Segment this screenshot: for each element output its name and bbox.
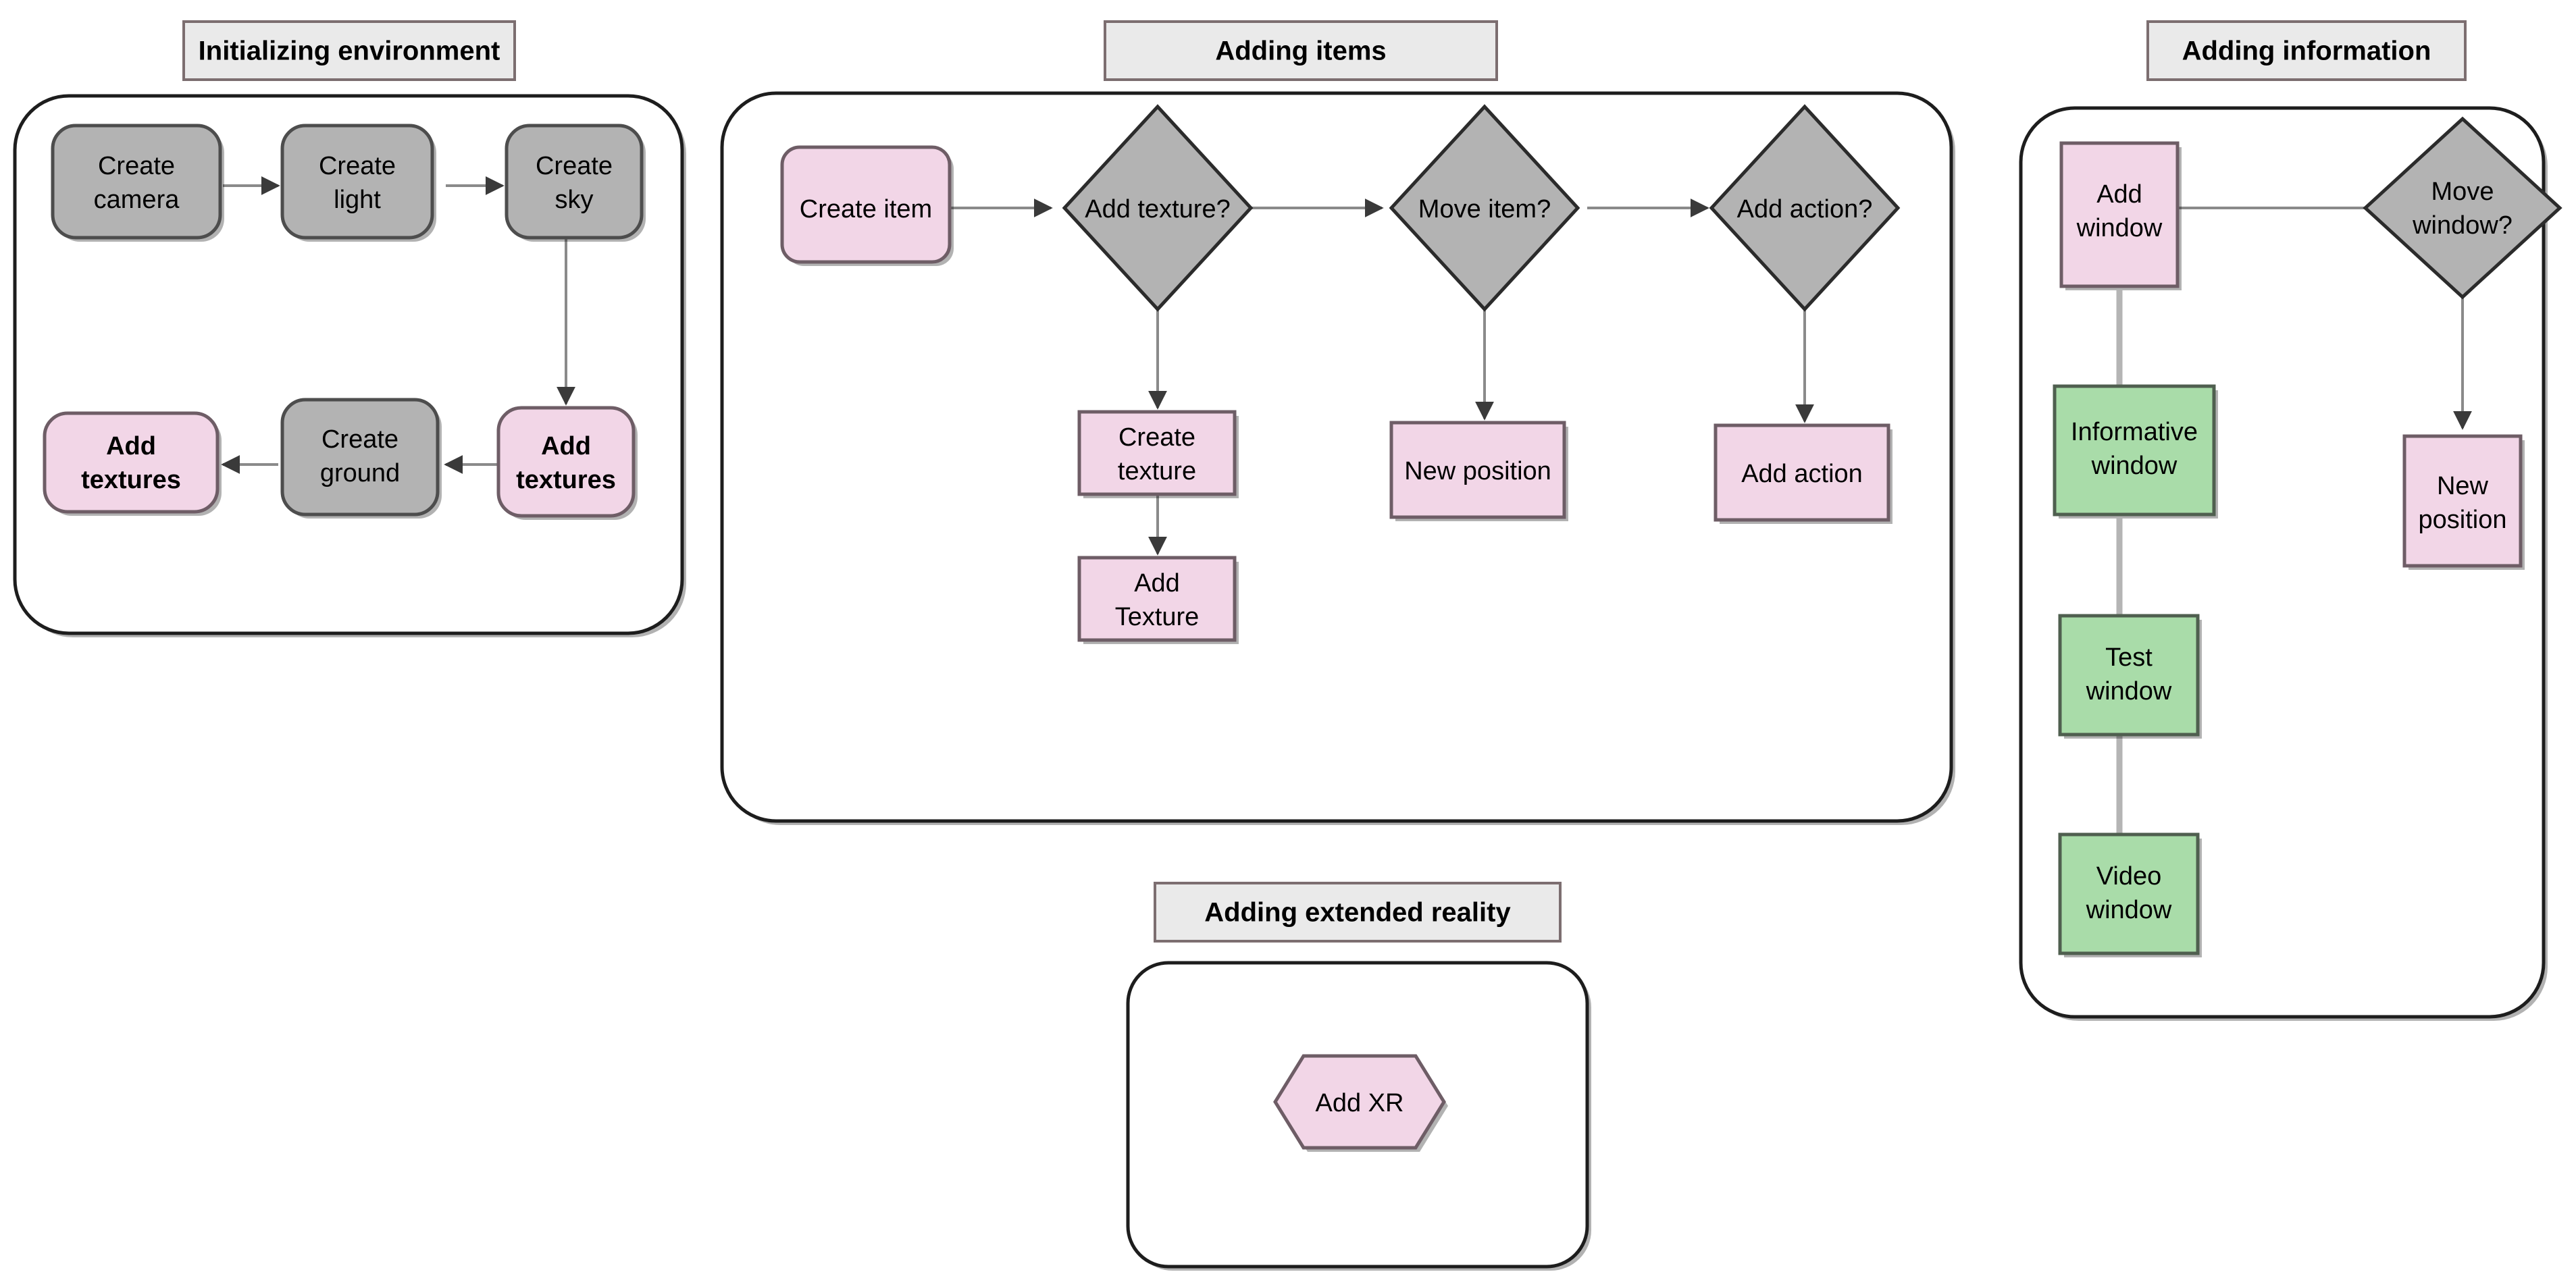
add-texture-label-line1: Add [1134,569,1180,598]
add-action-question-label: Add action? [1737,195,1873,223]
group-adding-information: Adding information Add window Move windo… [2019,20,2562,1021]
video-window-label-line2: window [2086,896,2172,924]
informative-window-label-line2: window [2091,452,2178,480]
add-texture-question-label: Add texture? [1085,195,1230,223]
node-create-ground[interactable] [280,398,440,516]
node-create-camera[interactable] [51,124,222,240]
add-textures-right-label-line1: Add [541,432,591,460]
group-adding-extended-reality: Adding extended reality Add XR [1126,882,1591,1271]
video-window-label-line1: Video [2096,862,2162,891]
add-texture-label-line2: Texture [1115,603,1200,631]
group4-title-box [1154,882,1562,943]
test-window-label-line2: window [2086,677,2172,706]
group1-title-box [182,20,516,81]
create-sky-label-line1: Create [536,152,613,180]
node-new-position-info[interactable] [2402,434,2523,568]
node-create-texture[interactable] [1077,410,1237,496]
node-add-action[interactable] [1714,423,1890,522]
group2-container [720,91,1953,823]
node-add-xr[interactable] [1273,1054,1446,1150]
new-position-info-label-line2: position [2419,506,2507,534]
create-sky-label-line2: sky [555,186,594,214]
create-ground-label-line1: Create [321,425,398,454]
add-xr-label: Add XR [1316,1089,1404,1117]
node-add-action-question[interactable] [1709,104,1901,312]
add-textures-left-label-line2: textures [81,466,181,494]
group3-container [2019,106,2546,1019]
move-item-question-label: Move item? [1418,195,1551,223]
group1-title: Initializing environment [199,36,500,66]
node-create-sky[interactable] [505,124,644,240]
add-textures-left-label-line1: Add [106,432,156,460]
group3-title: Adding information [2182,36,2431,66]
create-light-label-line2: light [334,186,381,214]
informative-window-label-line1: Informative [2071,418,2198,446]
move-window-question-label-line1: Move [2431,178,2494,206]
node-add-textures-left[interactable] [43,411,220,514]
node-new-position-items[interactable] [1389,421,1566,519]
create-ground-label-line2: ground [320,459,400,487]
move-window-question-label-line2: window? [2412,211,2513,240]
node-add-texture-question[interactable] [1062,104,1254,312]
group3-title-box [2146,20,2467,81]
node-video-window[interactable] [2058,832,2200,955]
create-texture-label-line1: Create [1118,423,1195,452]
add-action-label: Add action [1741,460,1863,488]
create-camera-label-line2: camera [94,186,180,214]
group-initializing-environment: Initializing environment Create camera C… [13,20,686,637]
add-textures-right-label-line2: textures [516,466,616,494]
test-window-label-line1: Test [2105,643,2153,672]
group-adding-items: Adding items Create item Add texture? Mo… [720,20,1955,825]
new-position-items-label: New position [1404,457,1551,485]
node-add-texture[interactable] [1077,556,1237,642]
node-test-window[interactable] [2058,614,2200,737]
node-create-light[interactable] [280,124,434,240]
node-informative-window[interactable] [2053,384,2216,516]
group2-title-box [1104,20,1498,81]
node-move-window-question[interactable] [2363,116,2562,300]
node-add-textures-right[interactable] [496,406,636,518]
new-position-info-label-line1: New [2437,472,2489,500]
group4-title: Adding extended reality [1204,898,1511,928]
add-window-label-line2: window [2076,214,2163,242]
create-camera-label-line1: Create [98,152,175,180]
add-window-label-line1: Add [2096,180,2142,209]
create-item-label: Create item [800,195,932,223]
node-create-item[interactable] [780,145,952,264]
node-add-window[interactable] [2059,141,2180,288]
create-texture-label-line2: texture [1118,457,1196,485]
group2-title: Adding items [1215,36,1386,66]
node-move-item-question[interactable] [1389,104,1580,312]
create-light-label-line1: Create [319,152,396,180]
